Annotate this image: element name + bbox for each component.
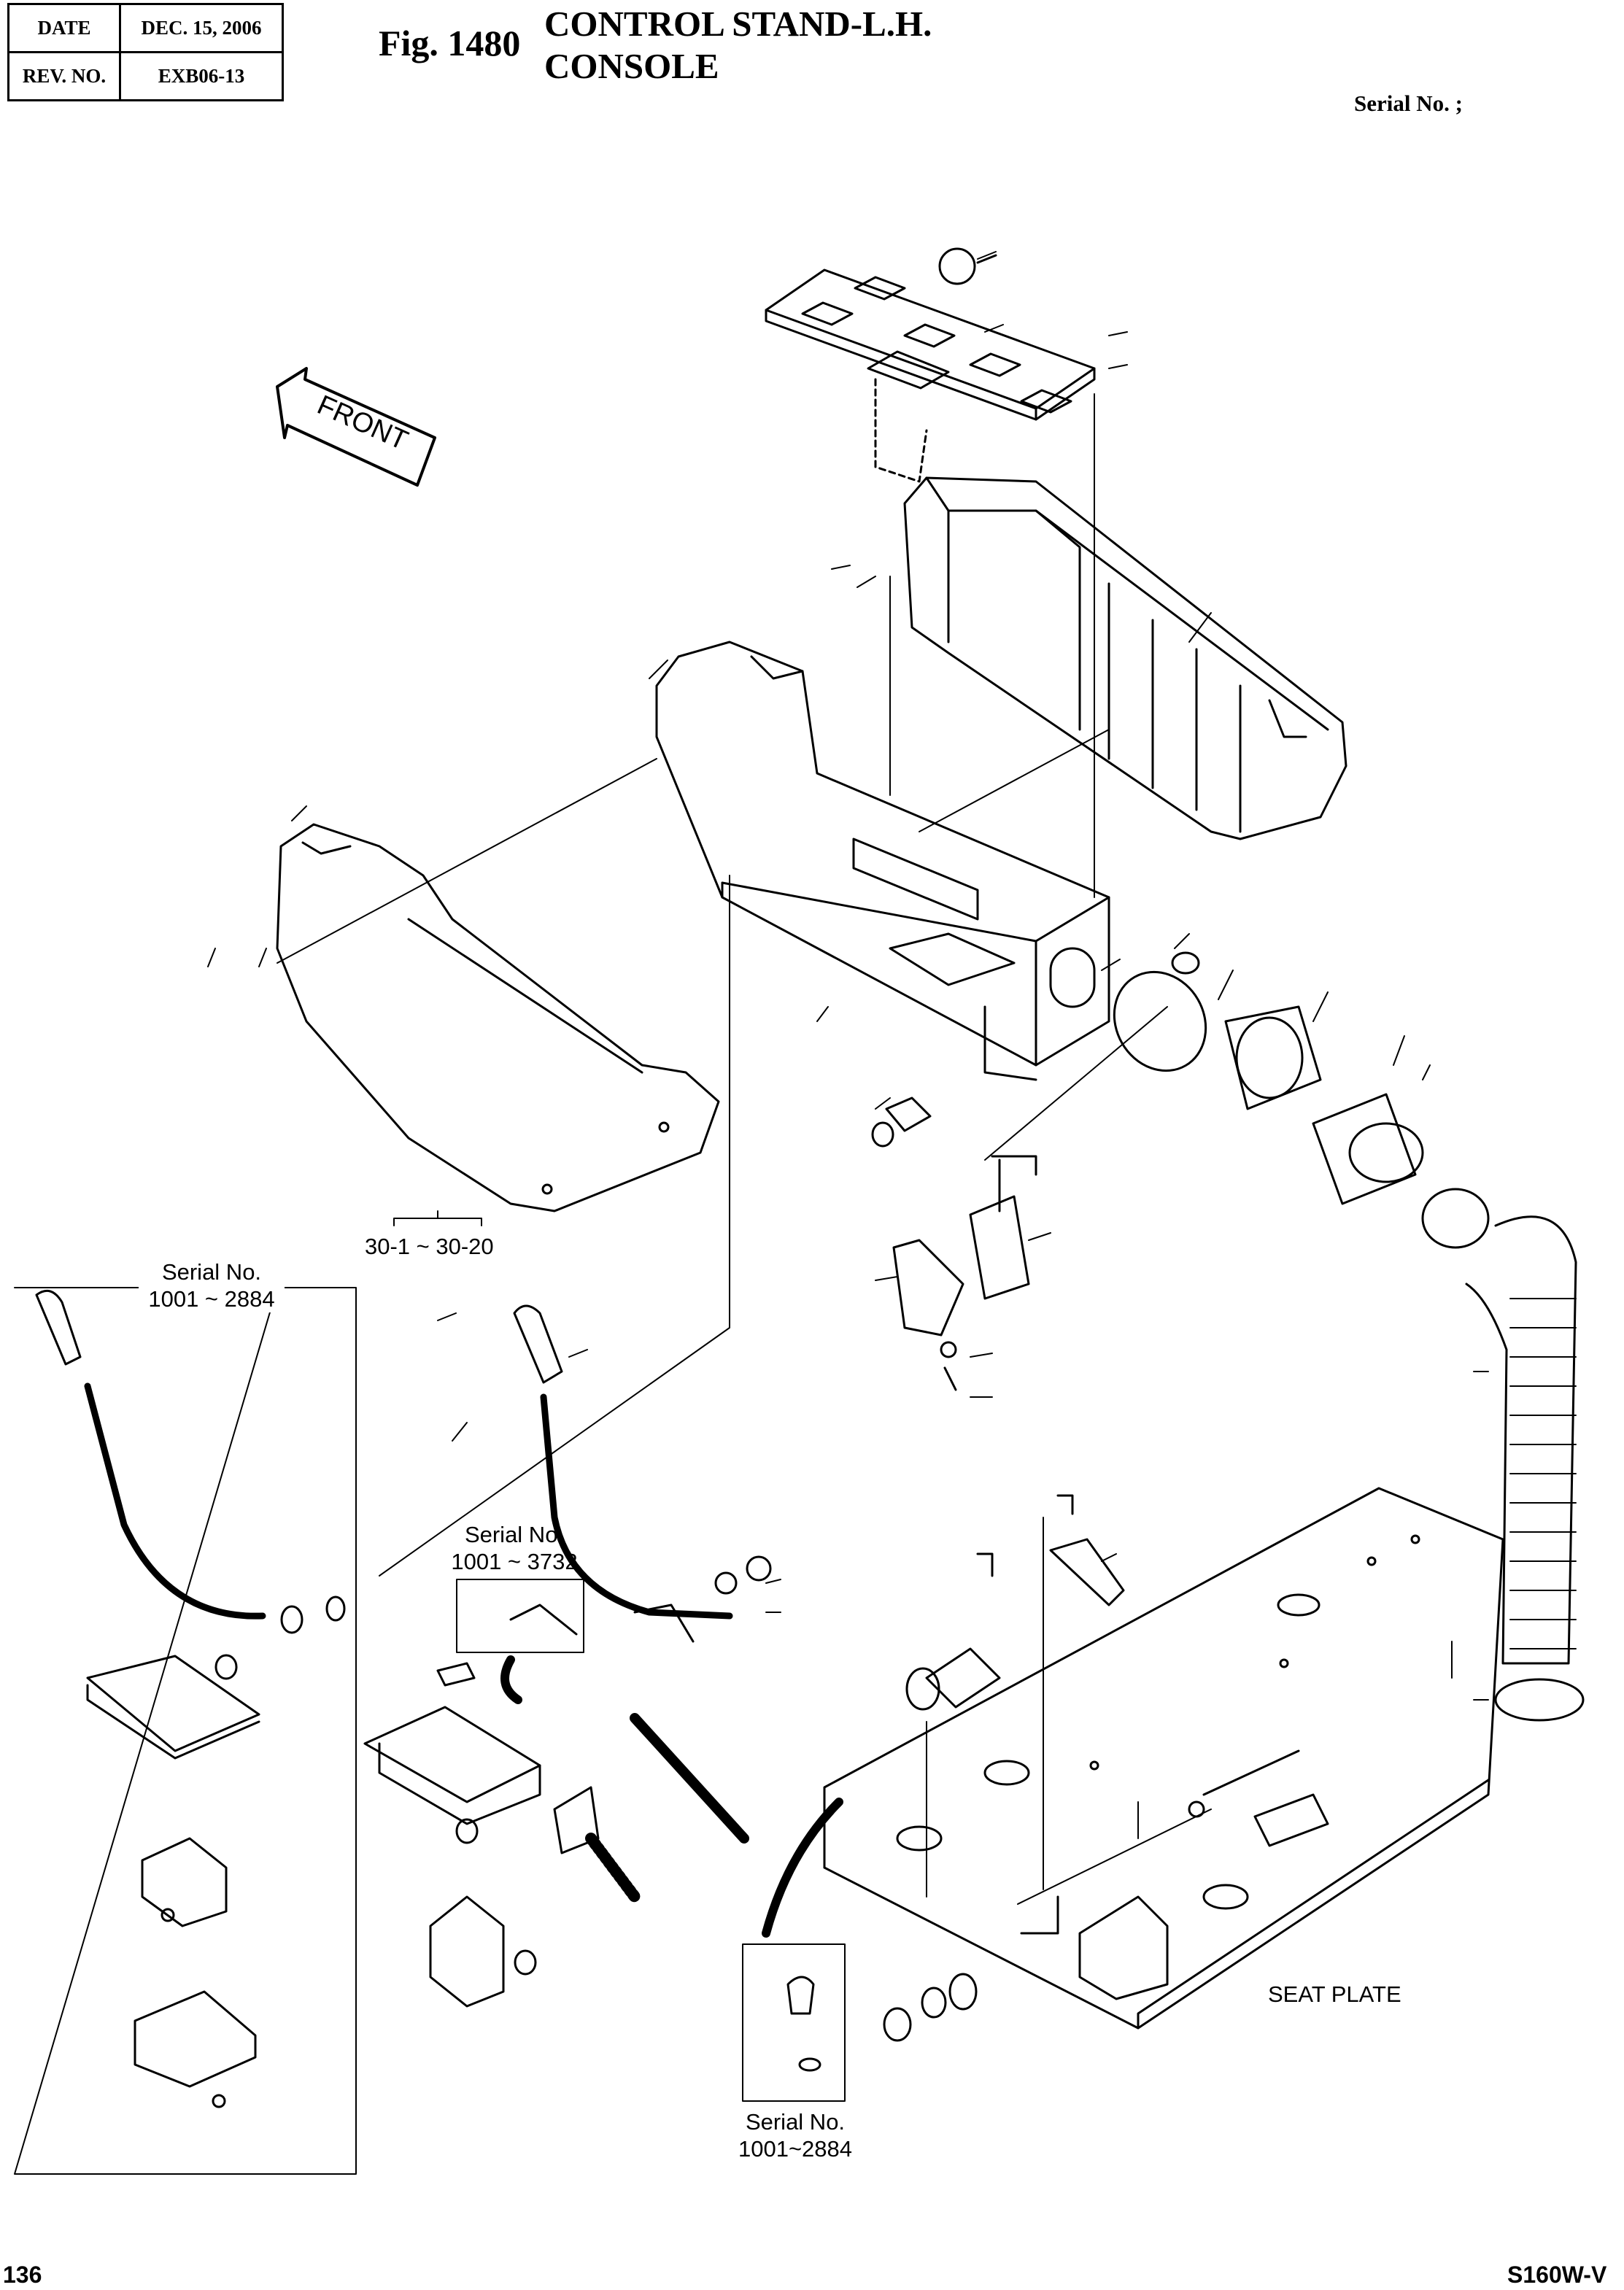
duct-assembly	[871, 951, 1585, 1722]
limit-switch	[892, 1155, 1037, 1391]
figure-title: CONTROL STAND-L.H. CONSOLE	[544, 3, 932, 88]
range-label: 30-1 ~ 30-20	[365, 1234, 494, 1259]
seat-plate-label: SEAT PLATE	[1268, 1981, 1401, 2007]
serial-bottom-range: 1001~2884	[738, 2136, 853, 2162]
seat-plate	[823, 1487, 1504, 2030]
rear-side-cover	[903, 476, 1347, 840]
figure-number: Fig. 1480	[379, 23, 521, 63]
serial-mid-title: Serial No.	[464, 1522, 565, 1547]
date-value: DEC. 15, 2006	[119, 3, 284, 53]
serial-number-header: Serial No. ;	[1354, 90, 1463, 116]
rev-value: EXB06-13	[119, 51, 284, 101]
serial-bottom-title: Serial No.	[745, 2109, 846, 2135]
console-frame	[655, 641, 1110, 1081]
switch-panel	[765, 247, 1096, 483]
rev-label: REV. NO.	[7, 51, 121, 101]
mid-lever-assembly	[363, 1304, 772, 2008]
serial-bottom-label: Serial No. 1001~2884	[722, 2108, 868, 2162]
serial-mid-range: 1001 ~ 3732	[451, 1549, 578, 1574]
figure-title-line1: CONTROL STAND-L.H.	[544, 4, 932, 44]
serial-box-left-range: 1001 ~ 2884	[148, 1286, 275, 1312]
figure-title-line2: CONSOLE	[544, 46, 719, 86]
seat-plate-hardware	[883, 1494, 1329, 2042]
serial-mid-label: Serial No. 1001 ~ 3732	[441, 1521, 587, 1575]
revision-table: DATE DEC. 15, 2006 REV. NO. EXB06-13	[7, 3, 284, 101]
page-number: 136	[3, 2262, 42, 2288]
serial-inset-bottom	[742, 1798, 846, 2102]
serial-box-left-label: Serial No. 1001 ~ 2884	[139, 1258, 285, 1312]
model-number: S160W-V	[1507, 2262, 1607, 2288]
callout-ticks	[207, 251, 1489, 1701]
front-arrow-label: FRONT	[313, 390, 413, 457]
front-arrow-icon: FRONT	[276, 367, 436, 487]
serial-box-left-title: Serial No.	[161, 1259, 262, 1285]
leader-lines	[277, 393, 1453, 1905]
serial-inset-mid	[456, 1579, 584, 1704]
left-side-cover	[276, 823, 720, 1212]
range-bracket	[393, 1210, 482, 1226]
serial-inset-left	[14, 1287, 357, 2175]
date-label: DATE	[7, 3, 121, 53]
